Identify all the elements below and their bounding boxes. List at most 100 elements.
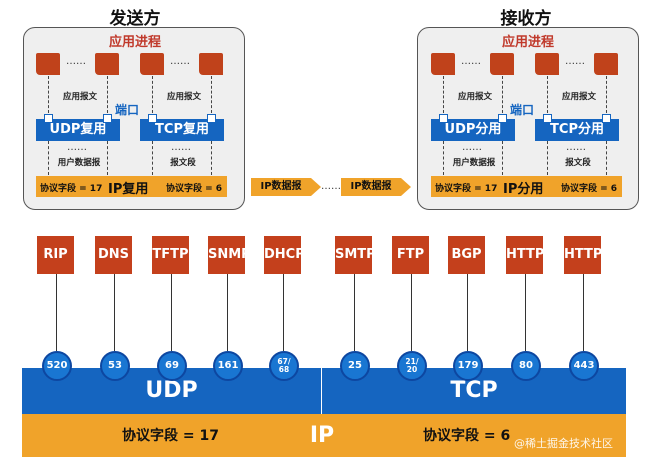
- ip-demux-label: IP分用: [503, 182, 544, 197]
- protocol-box-dhcp: DHCP: [264, 236, 305, 274]
- ip-mux-label: IP复用: [108, 182, 149, 197]
- sender-title: 发送方: [109, 9, 161, 29]
- port-top: 21/: [405, 357, 419, 366]
- port-circle: 69: [157, 351, 187, 381]
- dashed-arrow: [48, 141, 49, 175]
- document-icon: [36, 53, 60, 75]
- tcp-mux-box: TCP复用: [140, 119, 224, 141]
- receiver-title: 接收方: [500, 9, 552, 29]
- protocol-box-http: HTTP: [506, 236, 544, 274]
- receiver-app-title: 应用进程: [501, 35, 554, 50]
- port-bottom: 20: [406, 365, 418, 374]
- proto-field-udp-label: 协议字段 = 17: [122, 428, 219, 444]
- dashed-arrow: [606, 141, 607, 175]
- connector-line: [525, 274, 526, 351]
- port-circle: 520: [42, 351, 72, 381]
- document-icon: [490, 53, 514, 75]
- dashed-arrow: [211, 76, 212, 113]
- connector-line: [227, 274, 228, 351]
- connector-line: [283, 274, 284, 351]
- dots-text: ……: [566, 142, 586, 153]
- port-top: 67/: [277, 357, 291, 366]
- port-square: [44, 114, 53, 123]
- connector-line: [411, 274, 412, 351]
- arrow-right-icon: [311, 178, 321, 196]
- port-bottom: 68: [278, 365, 290, 374]
- document-icon: [95, 53, 119, 75]
- port-square: [148, 114, 157, 123]
- segment-label: 报文段: [565, 158, 591, 168]
- protocol-box-tftp: TFTP: [152, 236, 189, 274]
- dashed-arrow: [443, 141, 444, 175]
- proto-field-tcp-label: 协议字段 = 6: [561, 184, 618, 194]
- tcp-demux-box: TCP分用: [535, 119, 619, 141]
- connector-line: [171, 274, 172, 351]
- protocol-box-bgp: BGP: [448, 236, 485, 274]
- sender-app-title: 应用进程: [108, 35, 161, 50]
- proto-field-udp-label: 协议字段 = 17: [40, 184, 103, 194]
- port-square: [543, 114, 552, 123]
- segment-label: 报文段: [170, 158, 196, 168]
- dots-text: ……: [462, 142, 482, 153]
- document-icon: [594, 53, 618, 75]
- connector-line: [114, 274, 115, 351]
- protocol-box-snmp: SNMP: [208, 236, 251, 274]
- proto-field-tcp-label: 协议字段 = 6: [166, 184, 223, 194]
- dashed-arrow: [502, 76, 503, 113]
- dashed-arrow: [443, 76, 444, 113]
- app-message-label: 应用报文: [457, 92, 492, 102]
- port-circle: 25: [340, 351, 370, 381]
- udp-label: UDP: [145, 378, 198, 403]
- user-datagram-label: 用户数据报: [57, 158, 101, 168]
- port-square: [207, 114, 216, 123]
- arrow-right-icon: [401, 178, 411, 196]
- dashed-arrow: [547, 76, 548, 113]
- port-circle: 443: [569, 351, 599, 381]
- dashed-arrow: [211, 141, 212, 175]
- udp-demux-box: UDP分用: [431, 119, 515, 141]
- protocol-box-rip: RIP: [37, 236, 74, 274]
- ip-datagram-box: IP数据报: [251, 178, 311, 196]
- dashed-arrow: [606, 76, 607, 113]
- port-square: [602, 114, 611, 123]
- app-message-label: 应用报文: [166, 92, 201, 102]
- tcp-label: TCP: [450, 378, 498, 403]
- proto-field-udp-label: 协议字段 = 17: [435, 184, 498, 194]
- ip-datagram-box: IP数据报: [341, 178, 401, 196]
- dots-text: ……: [67, 142, 87, 153]
- connector-line: [467, 274, 468, 351]
- dashed-arrow: [48, 76, 49, 113]
- protocol-box-ftp: FTP: [392, 236, 429, 274]
- protocol-box-dns: DNS: [95, 236, 132, 274]
- dashed-arrow: [152, 141, 153, 175]
- document-icon: [140, 53, 164, 75]
- port-circle: 53: [100, 351, 130, 381]
- port-square: [103, 114, 112, 123]
- watermark-text: @稀土掘金技术社区: [514, 437, 613, 450]
- dots-text: ……: [171, 142, 191, 153]
- connector-line: [56, 274, 57, 351]
- udp-mux-box: UDP复用: [36, 119, 120, 141]
- port-circle: 67/ 68: [269, 351, 299, 381]
- connector-line: [354, 274, 355, 351]
- user-datagram-label: 用户数据报: [452, 158, 496, 168]
- dashed-arrow: [502, 141, 503, 175]
- dots-text: ……: [565, 56, 585, 67]
- dashed-arrow: [107, 141, 108, 175]
- port-square: [498, 114, 507, 123]
- protocol-box-https: HTTPS: [564, 236, 612, 274]
- connector-line: [583, 274, 584, 351]
- document-icon: [535, 53, 559, 75]
- document-icon: [199, 53, 223, 75]
- port-circle: 161: [213, 351, 243, 381]
- port-circle: 179: [453, 351, 483, 381]
- port-label: 端口: [115, 103, 140, 117]
- port-circle: 21/ 20: [397, 351, 427, 381]
- dashed-arrow: [152, 76, 153, 113]
- port-label: 端口: [510, 103, 535, 117]
- port-circle: 80: [511, 351, 541, 381]
- ip-label: IP: [309, 423, 335, 448]
- dots-text: ……: [461, 56, 481, 67]
- port-square: [439, 114, 448, 123]
- dashed-arrow: [547, 141, 548, 175]
